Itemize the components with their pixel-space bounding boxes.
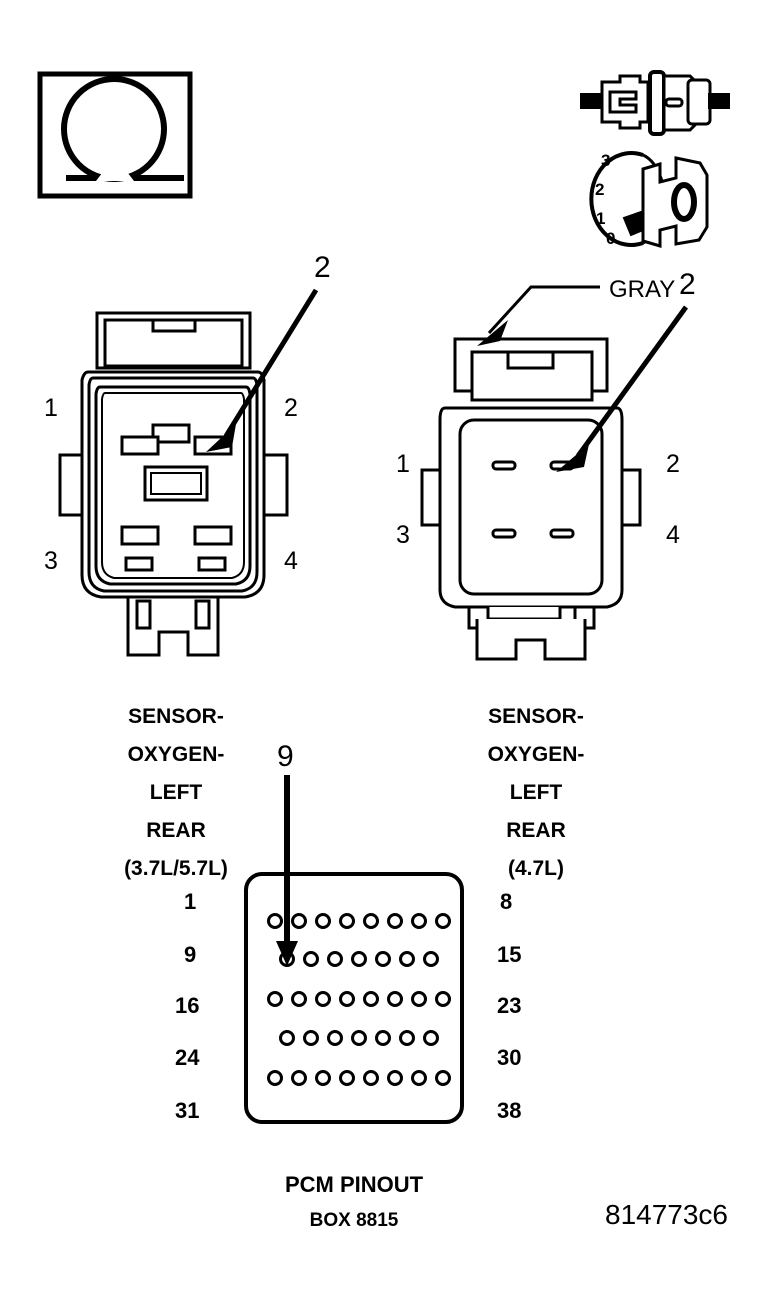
right-connector-pin-2: 2 xyxy=(666,450,680,478)
pinout-right-number-30: 30 xyxy=(497,1045,522,1070)
left-title-line-2: OXYGEN- xyxy=(127,743,225,766)
connector-right-graphic xyxy=(420,337,642,661)
key-position-0: 0 xyxy=(606,229,616,248)
right-title-line-5: (4.7L) xyxy=(507,857,564,880)
pinout-left-number-16: 16 xyxy=(175,993,200,1018)
right-connector-pin-1: 1 xyxy=(396,450,410,478)
callout-arrow-right xyxy=(556,305,689,472)
callout-label-right-2: 2 xyxy=(679,268,696,301)
pinout-left-number-1: 1 xyxy=(184,889,197,914)
pinout-left-number-9: 9 xyxy=(184,942,197,967)
callout-label-pinout-9: 9 xyxy=(277,740,294,773)
left-title-line-1: SENSOR- xyxy=(128,705,224,728)
callout-arrow-pinout xyxy=(276,775,298,966)
left-title-line-5: (3.7L/5.7L) xyxy=(124,857,228,880)
callout-label-left-2: 2 xyxy=(314,251,331,284)
reference-code: 814773c6 xyxy=(605,1199,729,1230)
pinout-right-number-15: 15 xyxy=(497,942,522,967)
connector-plug-icon xyxy=(580,70,730,136)
key-position-2: 2 xyxy=(595,180,605,199)
ohm-symbol-box xyxy=(37,71,193,199)
right-connector-pin-3: 3 xyxy=(396,521,410,549)
left-title-line-4: REAR xyxy=(146,819,206,842)
callout-arrow-left xyxy=(206,288,319,452)
pinout-right-number-23: 23 xyxy=(497,993,522,1018)
left-connector-pin-1: 1 xyxy=(44,394,58,422)
left-title-line-3: LEFT xyxy=(149,781,203,804)
key-position-1: 1 xyxy=(596,209,606,228)
pinout-right-number-8: 8 xyxy=(500,889,513,914)
right-title-line-2: OXYGEN- xyxy=(487,743,585,766)
pinout-title: PCM PINOUT xyxy=(284,1172,424,1197)
right-connector-title: SENSOR- OXYGEN- LEFT REAR (4.7L) xyxy=(420,705,652,881)
pinout-right-number-38: 38 xyxy=(497,1098,522,1123)
pcm-pinout-graphic xyxy=(244,775,464,1124)
left-connector-pin-3: 3 xyxy=(44,547,58,575)
connector-left-graphic xyxy=(58,311,289,657)
callout-leader-gray xyxy=(477,285,600,346)
right-title-line-1: SENSOR- xyxy=(488,705,584,728)
pinout-left-number-24: 24 xyxy=(175,1045,200,1070)
left-connector-pin-4: 4 xyxy=(284,547,298,575)
left-connector-title: SENSOR- OXYGEN- LEFT REAR (3.7L/5.7L) xyxy=(60,705,292,881)
pinout-subtitle: BOX 8815 xyxy=(309,1210,399,1231)
right-connector-pin-4: 4 xyxy=(666,521,680,549)
ignition-key-icon xyxy=(589,151,709,249)
right-title-line-3: LEFT xyxy=(509,781,563,804)
pinout-left-number-31: 31 xyxy=(175,1098,200,1123)
right-title-line-4: REAR xyxy=(506,819,566,842)
key-position-3: 3 xyxy=(601,151,611,170)
connector-color-label-gray: GRAY xyxy=(609,276,676,303)
left-connector-pin-2: 2 xyxy=(284,394,298,422)
